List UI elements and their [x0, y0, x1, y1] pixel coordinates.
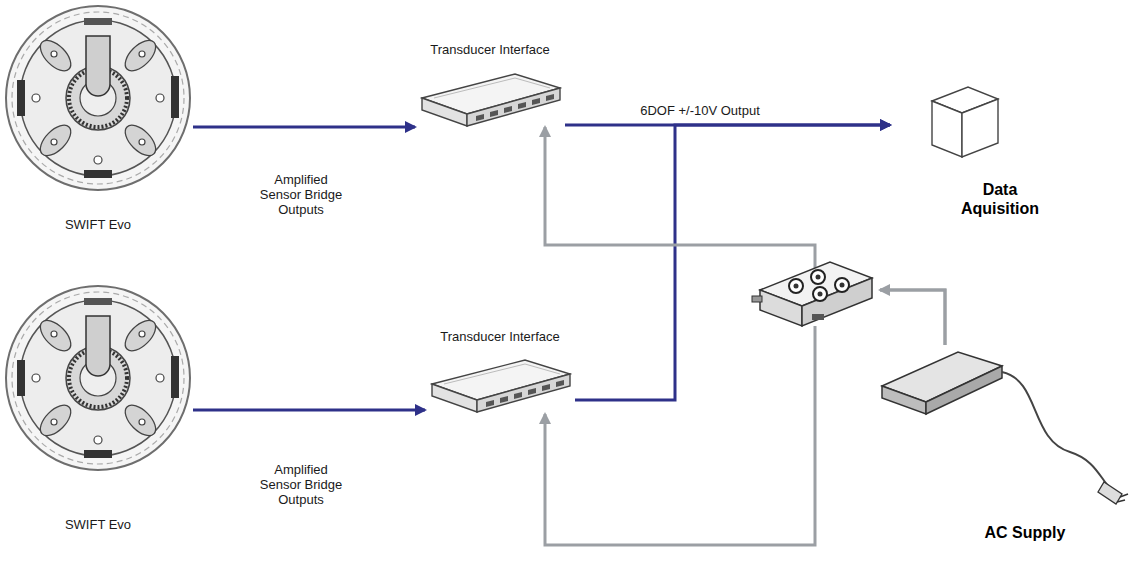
data-acquisition-cube [932, 87, 998, 157]
power-connector [545, 127, 945, 345]
node-label: SWIFT Evo [3, 217, 193, 232]
interface-node: Transducer Interface [425, 329, 575, 414]
sensor-label-node: SWIFT Evo [3, 283, 193, 532]
signal-connector [193, 409, 425, 412]
junction-arrowhead [878, 284, 890, 296]
connector-label: Amplified Sensor Bridge Outputs [254, 462, 348, 507]
signal-connector [575, 125, 890, 400]
connector-label: Amplified Sensor Bridge Outputs [254, 172, 348, 217]
power-junction-box [752, 262, 872, 326]
supply-node: AC Supply [870, 345, 1125, 542]
ac-adapter [882, 352, 1128, 504]
signal-connector [193, 126, 415, 129]
connector-label: 6DOF +/-10V Output [630, 103, 770, 118]
daq-node: Data Aquisition [890, 85, 1110, 218]
node-label: AC Supply [960, 523, 1090, 542]
sensor-label-node: SWIFT Evo [3, 5, 193, 232]
power-connector [545, 290, 945, 545]
swift-evo-wheel [6, 286, 190, 470]
transducer-interface-unit [422, 74, 560, 126]
swift-evo-wheel [6, 6, 190, 190]
node-label: SWIFT Evo [3, 517, 193, 532]
interface-node: Transducer Interface [415, 42, 565, 127]
node-label: Transducer Interface [415, 42, 565, 57]
transducer-interface-unit [432, 360, 570, 412]
node-label: Transducer Interface [425, 329, 575, 344]
node-label: Data Aquisition [950, 180, 1050, 218]
